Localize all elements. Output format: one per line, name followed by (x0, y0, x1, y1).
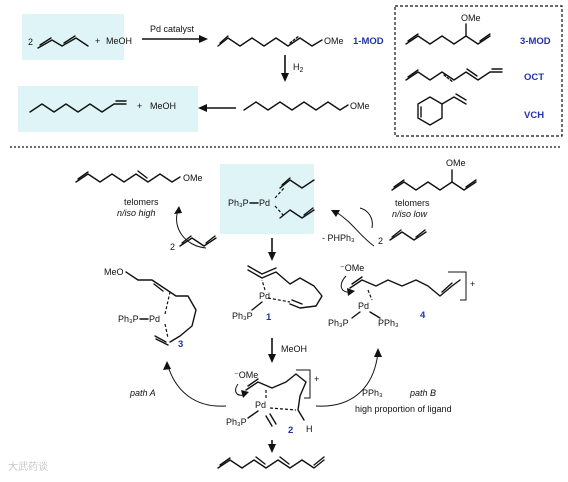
side-products-box (394, 5, 563, 137)
saturated-ether (243, 101, 349, 111)
phosphine-label: PPh₃ (362, 388, 383, 398)
telomer-branched (391, 181, 477, 191)
butadiene-reactant (37, 37, 89, 49)
minus-phosphine: - PHPh₃ (322, 233, 355, 243)
octatriene-chain (405, 71, 503, 81)
complex4-methoxide: ⁻OMe (340, 263, 364, 273)
vch-label: VCH (524, 110, 544, 121)
octatriene-product (217, 459, 325, 469)
oct-label: OCT (524, 72, 544, 83)
butadiene-right (389, 231, 427, 241)
complex4-charge: + (470, 279, 475, 289)
central-pd: Pd (259, 198, 270, 208)
telomers-right-label: telomers (395, 198, 430, 208)
complex4-ph3p: Ph₃P (328, 318, 349, 328)
high-ligand-label: high proportion of ligand (355, 404, 452, 414)
pd-complex-highlight (220, 164, 314, 234)
complex2-label: 2 (288, 425, 293, 436)
complex2-methoxide: ⁻OMe (234, 370, 258, 380)
complex3-meo: MeO (104, 267, 124, 277)
product-highlight (18, 86, 198, 132)
mod3-chain (405, 35, 491, 45)
telomer-linear (75, 173, 181, 183)
mod1-chain (217, 37, 323, 47)
complex2-hydride: H (306, 424, 313, 434)
watermark: 大武药谈 (8, 460, 48, 473)
butadiene-left (179, 237, 217, 247)
left-coefficient: 2 (170, 242, 175, 252)
reactant-coefficient: 2 (28, 37, 33, 47)
complex1-pd: Pd (259, 291, 270, 301)
methanol-reactant: MeOH (106, 36, 132, 46)
right-coefficient: 2 (378, 236, 383, 246)
path-a-arrow (167, 365, 227, 407)
complex4-pd: Pd (358, 301, 369, 311)
octene-product (29, 103, 127, 113)
complex3-pd: Pd (149, 314, 160, 324)
mod3-methoxy: OMe (461, 13, 481, 23)
telomer-methoxy: OMe (183, 173, 203, 183)
branched-methoxy: OMe (446, 158, 466, 168)
complex2-ph3p: Ph₃P (226, 417, 247, 427)
complex4-pph3: PPh₃ (378, 318, 399, 328)
release-arrow-left (176, 209, 207, 249)
complex3-label: 3 (178, 339, 183, 350)
complex2-charge: + (314, 374, 319, 384)
vch-ring (417, 96, 443, 126)
plus-sign: + (95, 36, 100, 46)
coordinated-diene-top (279, 179, 315, 189)
hydrogen-label: H2 (293, 62, 304, 74)
path-b-arrow (315, 351, 379, 407)
catalyst-label: Pd catalyst (150, 24, 195, 34)
complex4-chain (349, 279, 461, 297)
complex2-pd: Pd (255, 400, 266, 410)
complex1-label: 1 (266, 312, 272, 323)
methanol-label: MeOH (281, 344, 307, 354)
complex3-ph3p: Ph₃P (118, 314, 139, 324)
mod1-label: 1-MOD (353, 36, 384, 47)
selectivity-left-label: n/iso high (117, 208, 156, 218)
central-ph3p: Ph₃P (228, 198, 249, 208)
complex2-chain (245, 373, 307, 421)
mod3-label: 3-MOD (520, 36, 551, 47)
path-a-label: path A (129, 388, 156, 398)
mod1-methoxy: OMe (324, 36, 344, 46)
coordinated-diene-bottom (279, 209, 315, 219)
complex4-label: 4 (420, 310, 426, 321)
release-arrow-right (335, 211, 375, 247)
complex1-ph3p: Ph₃P (232, 311, 253, 321)
saturated-methoxy: OMe (350, 101, 370, 111)
plus-sign-2: + (137, 101, 142, 111)
path-b-label: path B (409, 388, 436, 398)
selectivity-right-label: n/iso low (392, 209, 428, 219)
methanol-product: MeOH (150, 101, 176, 111)
telomers-left-label: telomers (124, 197, 159, 207)
complex3-chain (125, 271, 197, 343)
complex1-chain (247, 269, 323, 309)
